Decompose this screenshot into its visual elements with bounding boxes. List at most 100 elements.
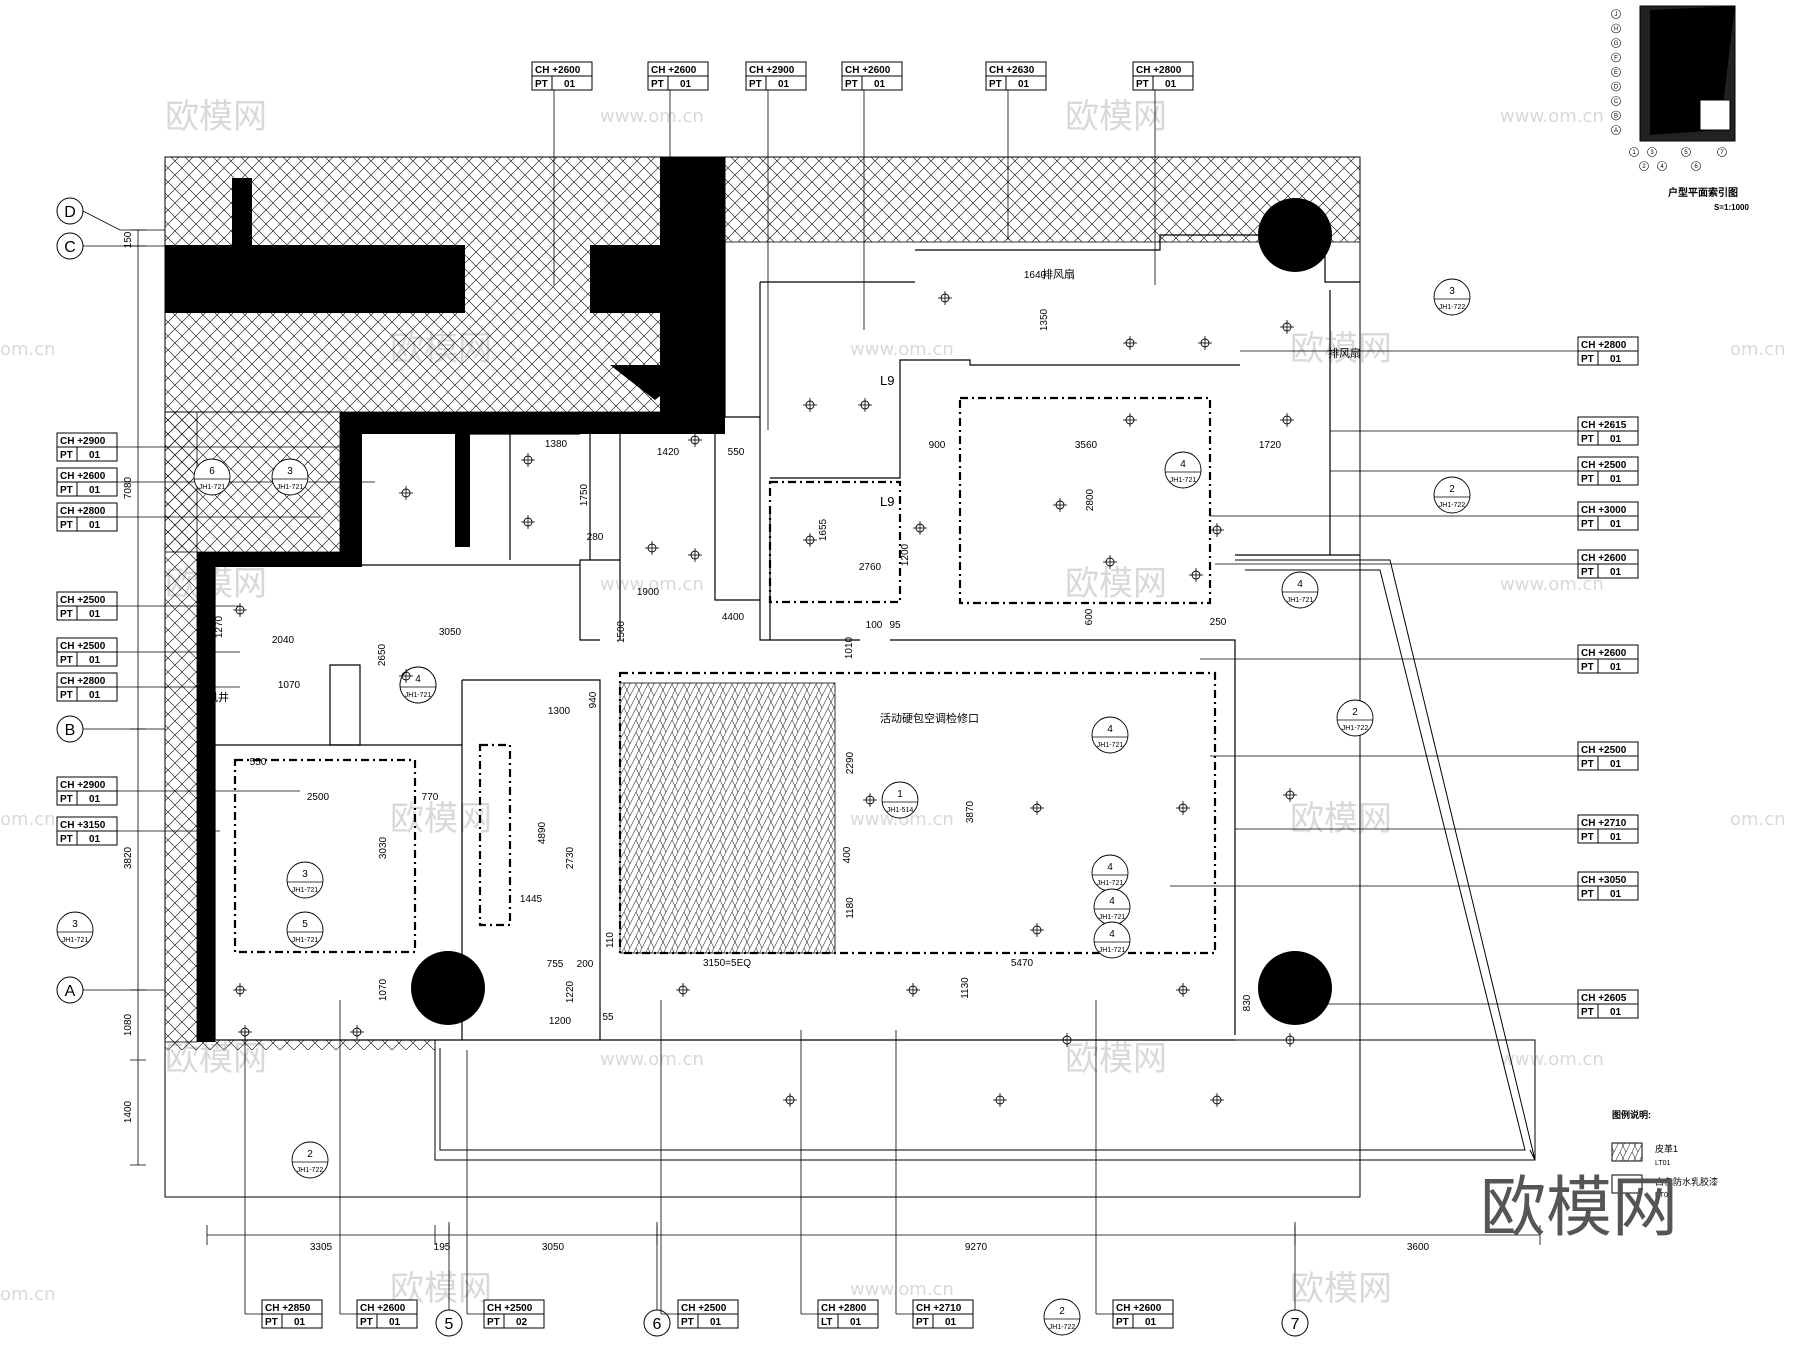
dim-interior: 250 bbox=[1210, 617, 1227, 628]
l9-label-a: L9 bbox=[880, 373, 894, 388]
pt-code: PT bbox=[535, 79, 548, 90]
interior-partitions bbox=[214, 234, 1360, 1041]
detail-ref-number: 3 bbox=[72, 919, 78, 930]
pt-code: PT bbox=[60, 520, 73, 531]
watermark-domain: om.cn bbox=[0, 1284, 56, 1305]
watermark-brand: 欧模网 bbox=[1065, 564, 1167, 604]
pt-code: PT bbox=[1116, 1317, 1129, 1328]
detail-ref-sheet: JH1-721 bbox=[405, 692, 432, 699]
l9-label-b: L9 bbox=[880, 494, 894, 509]
downlight-icon bbox=[783, 1093, 797, 1107]
dim-interior: 1220 bbox=[565, 980, 576, 1003]
downlight-icon bbox=[688, 548, 702, 562]
detail-ref-sheet: JH1-721 bbox=[1097, 742, 1124, 749]
watermark-brand: 欧模网 bbox=[165, 97, 267, 137]
dim-interior: 550 bbox=[250, 757, 267, 768]
downlight-icon bbox=[676, 983, 690, 997]
detail-ref-number: 3 bbox=[287, 466, 293, 477]
ch-value: CH +2500 bbox=[487, 1303, 533, 1314]
finish-code: 01 bbox=[89, 794, 101, 805]
downlight-icon bbox=[1210, 1093, 1224, 1107]
dim-interior: 1200 bbox=[549, 1016, 572, 1027]
pt-code: PT bbox=[360, 1317, 373, 1328]
pt-code: PT bbox=[1581, 832, 1594, 843]
ch-value: CH +2500 bbox=[1581, 460, 1627, 471]
ch-value: CH +2710 bbox=[916, 1303, 962, 1314]
finish-code: 01 bbox=[564, 79, 576, 90]
dim-interior: 2650 bbox=[377, 643, 388, 666]
ch-value: CH +2600 bbox=[535, 65, 581, 76]
dim-interior: 1010 bbox=[844, 636, 855, 659]
dim-interior: 400 bbox=[842, 846, 853, 863]
pt-code: PT bbox=[60, 609, 73, 620]
downlight-icon bbox=[399, 486, 413, 500]
finish-code: 01 bbox=[680, 79, 692, 90]
dim-left-3: 3820 bbox=[123, 846, 134, 869]
pt-code: PT bbox=[60, 450, 73, 461]
detail-ref-number: 4 bbox=[1107, 862, 1113, 873]
detail-ref-sheet: JH1-721 bbox=[1287, 597, 1314, 604]
dim-interior: 4890 bbox=[537, 821, 548, 844]
ch-value: CH +2850 bbox=[265, 1303, 311, 1314]
finish-code: 01 bbox=[89, 655, 101, 666]
dim-interior: 940 bbox=[588, 691, 599, 708]
dim-interior: 3030 bbox=[378, 836, 389, 859]
key-plan-row: D bbox=[1614, 85, 1619, 91]
dimension-interior: 1380 1750 1420 550 280 1900 1640 1350 90… bbox=[214, 270, 1282, 1027]
key-plan-row: E bbox=[1614, 70, 1618, 76]
key-plan-row: J bbox=[1615, 12, 1618, 18]
dim-interior: 1380 bbox=[545, 439, 568, 450]
finish-code: 01 bbox=[710, 1317, 722, 1328]
pt-code: PT bbox=[60, 834, 73, 845]
finish-code: 01 bbox=[89, 485, 101, 496]
legend-title: 图例说明: bbox=[1612, 1109, 1651, 1120]
pt-code: PT bbox=[1581, 434, 1594, 445]
dim-interior: 1750 bbox=[579, 483, 590, 506]
detail-ref-sheet: JH1-721 bbox=[277, 484, 304, 491]
pt-code: PT bbox=[60, 655, 73, 666]
dim-interior: 55 bbox=[602, 1012, 614, 1023]
grid-axis-5: 5 bbox=[445, 1316, 454, 1333]
pt-code: PT bbox=[1581, 759, 1594, 770]
pt-code: PT bbox=[1581, 519, 1594, 530]
watermark-brand: 欧模网 bbox=[1290, 329, 1392, 369]
dim-interior: 550 bbox=[728, 447, 745, 458]
detail-ref-number: 2 bbox=[1352, 707, 1358, 718]
dim-interior: 5470 bbox=[1011, 958, 1034, 969]
pt-code: LT bbox=[821, 1317, 832, 1328]
finish-code: 01 bbox=[1145, 1317, 1157, 1328]
legend-item2-code: PT01 bbox=[1655, 1192, 1672, 1199]
watermark-url: www.om.cn bbox=[850, 339, 954, 360]
dim-interior: 755 bbox=[547, 959, 564, 970]
dim-interior: 1070 bbox=[278, 680, 301, 691]
dim-interior: 770 bbox=[422, 792, 439, 803]
dim-interior: 1640 bbox=[1024, 270, 1047, 281]
ch-value: CH +3150 bbox=[60, 820, 106, 831]
downlight-icon bbox=[1210, 523, 1224, 537]
downlight-icon bbox=[521, 515, 535, 529]
watermark-url: www.om.cn bbox=[1500, 106, 1604, 127]
detail-ref-number: 3 bbox=[1449, 286, 1455, 297]
key-plan-col: 3 bbox=[1650, 150, 1654, 156]
pt-code: PT bbox=[845, 79, 858, 90]
key-plan-scale: S=1:1000 bbox=[1714, 203, 1749, 212]
dim-interior: 2500 bbox=[307, 792, 330, 803]
dim-interior: 3150=5EQ bbox=[703, 958, 751, 969]
downlight-icon bbox=[1030, 801, 1044, 815]
downlight-icon bbox=[521, 453, 535, 467]
ac-access-label: 活动硬包空调检修口 bbox=[880, 711, 979, 725]
